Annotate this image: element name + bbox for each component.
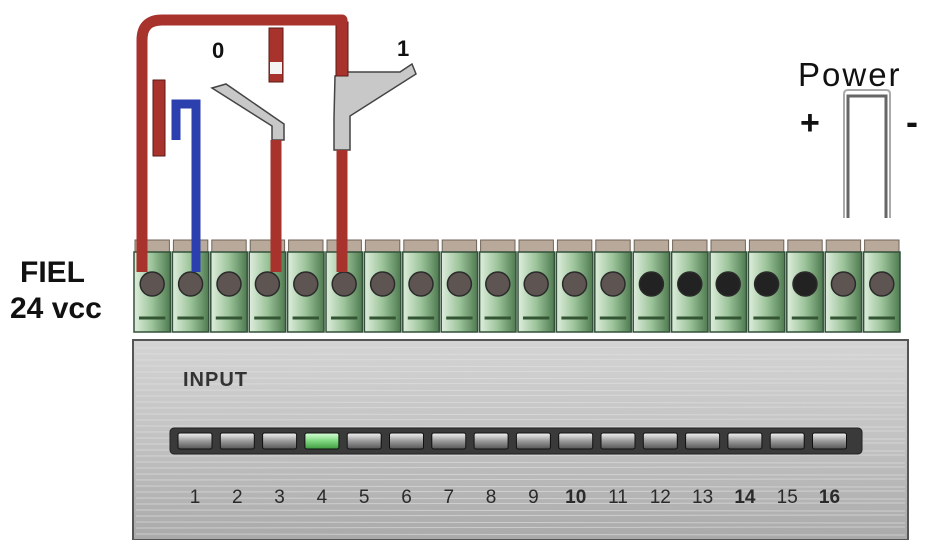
terminal-8[interactable] xyxy=(402,239,440,333)
led-channel-4 xyxy=(304,432,340,450)
field-label-line1: FIEL xyxy=(20,256,85,289)
channel-number: 2 xyxy=(232,487,243,508)
terminal-5[interactable] xyxy=(286,239,325,333)
channel-number: 5 xyxy=(359,487,370,508)
power-plus-sign: + xyxy=(800,104,820,142)
terminal-20[interactable] xyxy=(862,239,901,333)
terminal-19[interactable] xyxy=(824,239,863,333)
switch-position-0: 0 xyxy=(212,38,224,63)
terminal-3[interactable] xyxy=(210,239,248,333)
led-channel-2 xyxy=(219,432,255,450)
terminal-4[interactable] xyxy=(248,239,287,333)
terminal-18[interactable] xyxy=(786,239,824,333)
field-label-line2: 24 vcc xyxy=(10,292,102,325)
channel-number: 9 xyxy=(528,487,539,508)
led-row xyxy=(177,432,847,450)
channel-number: 16 xyxy=(819,487,840,508)
led-channel-13 xyxy=(685,432,721,450)
channel-number: 6 xyxy=(401,487,412,508)
channel-number: 1 xyxy=(190,487,201,508)
channel-number: 7 xyxy=(444,487,455,508)
led-channel-5 xyxy=(346,432,382,450)
led-channel-16 xyxy=(812,432,847,450)
channel-number: 11 xyxy=(608,487,628,508)
terminal-2[interactable] xyxy=(171,239,210,333)
led-channel-12 xyxy=(642,432,678,450)
led-channel-3 xyxy=(262,432,298,450)
terminal-11[interactable] xyxy=(517,239,556,333)
selector-switch xyxy=(210,21,417,151)
terminal-9[interactable] xyxy=(440,239,479,333)
terminal-12[interactable] xyxy=(555,239,594,333)
terminal-13[interactable] xyxy=(594,239,632,333)
led-channel-8 xyxy=(473,432,509,450)
terminal-14[interactable] xyxy=(632,239,671,333)
led-channel-6 xyxy=(389,432,424,450)
power-minus-sign: - xyxy=(906,101,918,142)
input-module xyxy=(132,339,909,540)
terminal-10[interactable] xyxy=(478,239,517,333)
terminal-17[interactable] xyxy=(747,239,786,333)
terminal-15[interactable] xyxy=(670,239,709,333)
power-cable xyxy=(843,89,891,218)
blue-wire xyxy=(171,99,201,272)
terminal-block xyxy=(133,239,901,333)
terminal-7[interactable] xyxy=(363,239,402,333)
led-channel-7 xyxy=(431,432,467,450)
led-channel-1 xyxy=(177,432,213,450)
channel-number: 10 xyxy=(565,487,586,508)
channel-number: 4 xyxy=(317,487,328,508)
channel-number: 12 xyxy=(650,487,671,508)
channel-number: 8 xyxy=(486,487,497,508)
module-label: INPUT xyxy=(183,369,248,391)
led-channel-14 xyxy=(727,432,763,450)
led-channel-15 xyxy=(769,432,805,450)
led-channel-9 xyxy=(515,432,551,450)
panel-texture xyxy=(135,346,906,536)
terminal-16[interactable] xyxy=(709,239,748,333)
channel-number: 14 xyxy=(734,487,756,508)
channel-number: 15 xyxy=(777,487,798,508)
switch-position-1: 1 xyxy=(397,36,409,61)
led-channel-10 xyxy=(558,432,594,450)
red-wires xyxy=(136,14,348,272)
led-channel-11 xyxy=(600,432,636,450)
power-title: Power xyxy=(798,56,902,93)
channel-number: 3 xyxy=(274,487,285,508)
channel-number: 13 xyxy=(692,487,713,508)
